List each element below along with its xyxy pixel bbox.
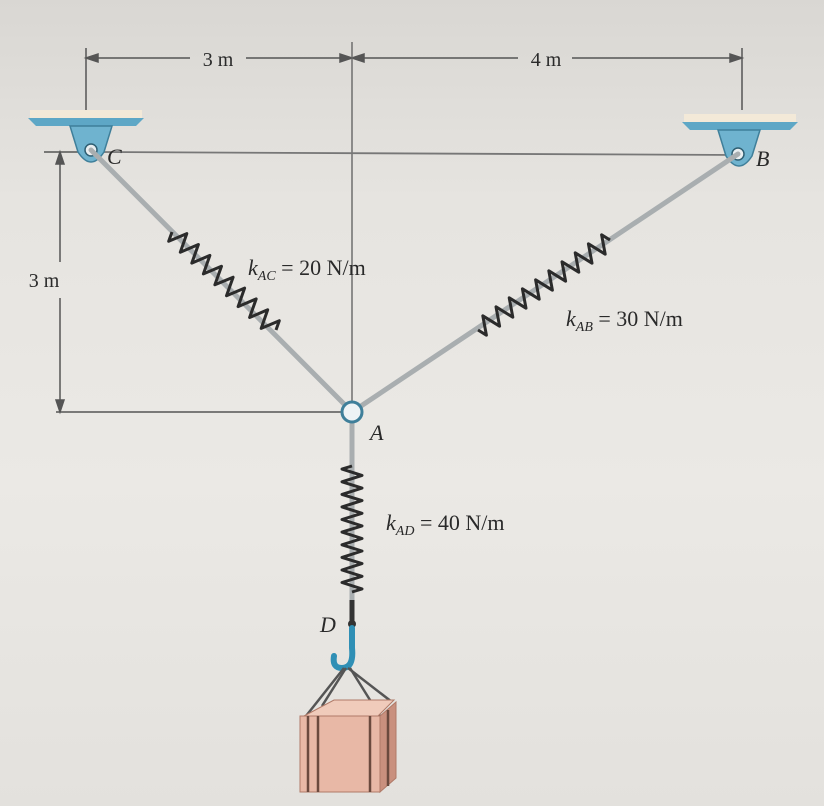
dim-label-3m-top: 3 m: [203, 49, 234, 71]
line-c-b: [99, 151, 739, 156]
cargo-box: [299, 667, 397, 794]
top-dimension: [83, 48, 745, 110]
spring-coil: [477, 233, 611, 337]
support-base: [28, 118, 144, 126]
box-front: [299, 715, 381, 793]
arrowhead: [83, 52, 99, 64]
hook-icon: [330, 625, 356, 672]
point-label-d: D: [319, 612, 336, 637]
support-base: [682, 122, 798, 130]
arrowhead: [349, 52, 365, 64]
spring-coil: [167, 231, 281, 331]
spring-ac: [167, 231, 281, 331]
ceiling-plate: [30, 110, 142, 118]
point-label-c: C: [107, 144, 122, 169]
support-c: [28, 110, 144, 163]
spring-ad: [340, 464, 364, 594]
rods: [88, 147, 741, 629]
strap: [347, 667, 393, 703]
spring-ab: [477, 233, 611, 337]
spring-label-ac: kAC = 20 N/m: [248, 255, 366, 284]
arrowhead: [729, 52, 745, 64]
spring-label-ab: kAB = 30 N/m: [566, 306, 683, 335]
arrowhead: [54, 399, 66, 415]
ceiling-plate: [684, 114, 796, 122]
ring-a: [340, 400, 364, 424]
point-label-a: A: [368, 420, 384, 445]
strap: [305, 667, 345, 717]
strap: [320, 667, 348, 707]
spring-label-ad: kAD = 40 N/m: [386, 510, 504, 539]
point-label-b: B: [756, 146, 769, 171]
left-dimension: [44, 149, 348, 415]
arrowhead: [54, 149, 66, 165]
rod-ab: [349, 151, 741, 415]
spring-coil: [340, 464, 364, 594]
arrowhead: [339, 52, 355, 64]
dim-label-3m-left: 3 m: [29, 270, 60, 292]
support-b: [682, 114, 798, 167]
dim-label-4m: 4 m: [531, 49, 562, 71]
